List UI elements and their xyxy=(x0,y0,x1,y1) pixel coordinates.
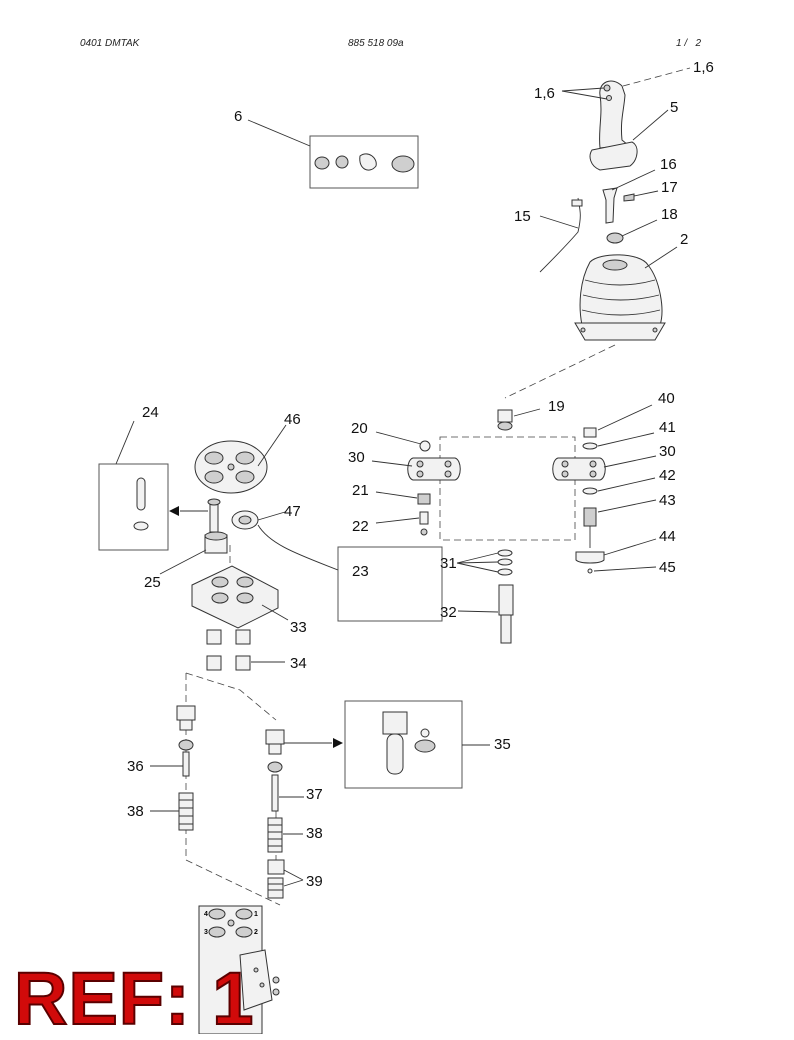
callout-47: 47 xyxy=(284,503,301,520)
rubber-boot xyxy=(574,254,666,341)
callout-17: 17 xyxy=(661,179,678,196)
callout-38-left: 38 xyxy=(127,803,144,820)
port-label-2: 2 xyxy=(254,929,258,936)
callout-24: 24 xyxy=(142,404,159,421)
callout-5: 5 xyxy=(670,99,678,116)
callout-32: 32 xyxy=(440,604,457,621)
seal-kit-box xyxy=(309,135,419,189)
callout-33: 33 xyxy=(290,619,307,636)
header-page-number: 1 / 2 xyxy=(676,38,702,49)
joystick-handle xyxy=(589,80,638,171)
callout-25: 25 xyxy=(144,574,161,591)
reference-label: REF: 1 xyxy=(13,957,255,1040)
callout-31: 31 xyxy=(440,555,457,572)
callout-40: 40 xyxy=(658,390,675,407)
callout-19: 19 xyxy=(548,398,565,415)
callout-15: 15 xyxy=(514,208,531,225)
callout-36: 36 xyxy=(127,758,144,775)
header-part-number: 885 518 09a xyxy=(348,38,404,49)
detail-box-23 xyxy=(337,546,443,622)
callout-1-6-right: 1,6 xyxy=(693,59,714,76)
callout-39: 39 xyxy=(306,873,323,890)
callout-18: 18 xyxy=(661,206,678,223)
callout-44: 44 xyxy=(659,528,676,545)
callout-30-right: 30 xyxy=(659,443,676,460)
callout-22: 22 xyxy=(352,518,369,535)
callout-37: 37 xyxy=(306,786,323,803)
callout-2: 2 xyxy=(680,231,688,248)
callout-20: 20 xyxy=(351,420,368,437)
callout-6: 6 xyxy=(234,108,242,125)
callout-30-left: 30 xyxy=(348,449,365,466)
housing-plate-33 xyxy=(191,565,279,629)
callout-42: 42 xyxy=(659,467,676,484)
pilot-plate-46 xyxy=(194,440,268,494)
callout-1-6-left: 1,6 xyxy=(534,85,555,102)
callout-21: 21 xyxy=(352,482,369,499)
port-label-3: 3 xyxy=(204,929,208,936)
callout-35: 35 xyxy=(494,736,511,753)
callout-46: 46 xyxy=(284,411,301,428)
callout-43: 43 xyxy=(659,492,676,509)
callout-16: 16 xyxy=(660,156,677,173)
port-label-4: 4 xyxy=(204,911,208,918)
callout-34: 34 xyxy=(290,655,307,672)
port-label-1: 1 xyxy=(254,911,258,918)
callout-23: 23 xyxy=(352,563,369,580)
detail-box-35 xyxy=(344,700,463,789)
callout-38-right: 38 xyxy=(306,825,323,842)
callout-45: 45 xyxy=(659,559,676,576)
callout-41: 41 xyxy=(659,419,676,436)
header-doc-code: 0401 DMTAK xyxy=(80,38,140,49)
detail-box-24 xyxy=(98,463,169,551)
valve-body xyxy=(198,905,280,1034)
